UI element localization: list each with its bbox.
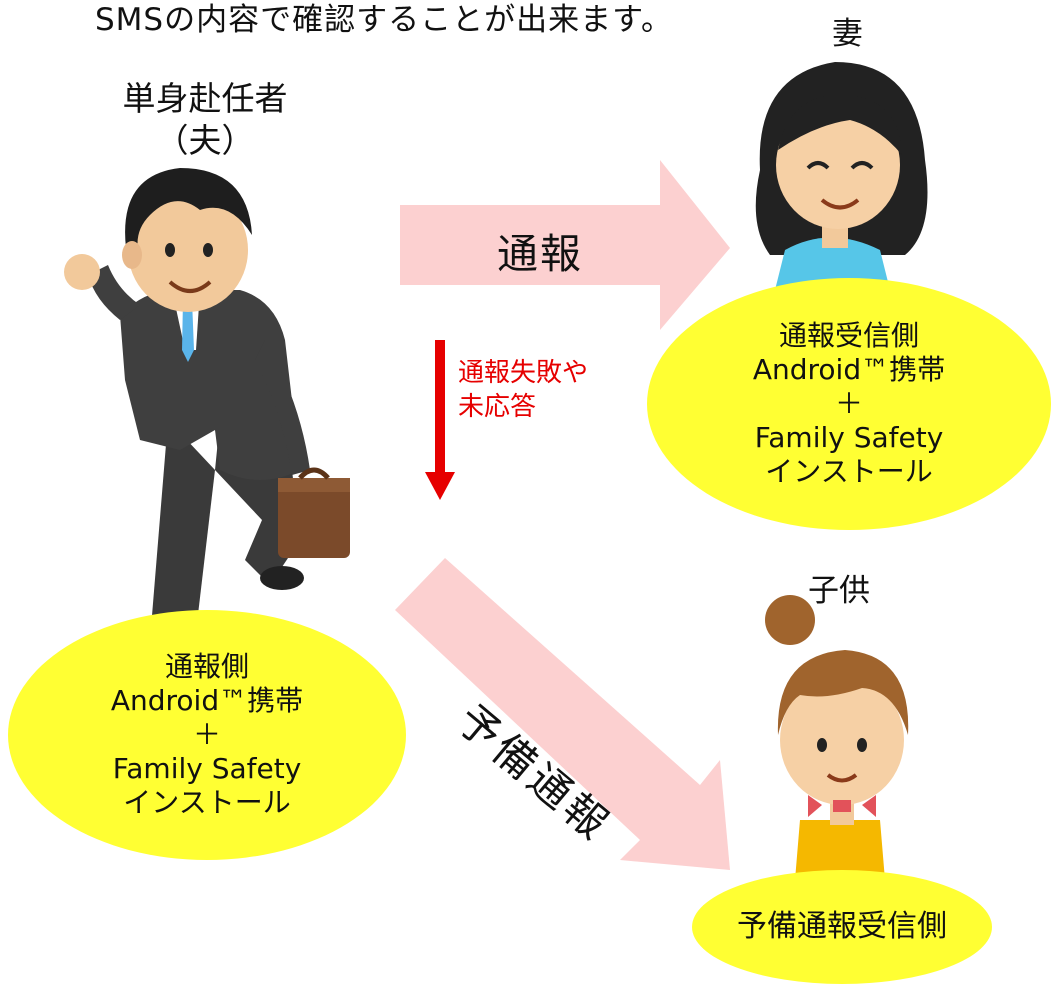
backup-receiver-bubble-line1: 予備通報受信側 bbox=[737, 908, 947, 944]
husband-label: 単身赴任者 （夫） bbox=[100, 78, 310, 162]
wife-illustration bbox=[755, 62, 928, 290]
receiver-bubble-line4: Family Safety bbox=[754, 421, 944, 455]
receiver-bubble-line1: 通報受信側 bbox=[778, 318, 919, 352]
failure-label: 通報失敗や 未応答 bbox=[458, 356, 588, 424]
sender-bubble-line1: 通報側 bbox=[164, 649, 249, 683]
child-illustration bbox=[765, 595, 909, 880]
husband-label-line2: （夫） bbox=[155, 121, 255, 160]
failure-label-line2: 未応答 bbox=[458, 392, 537, 422]
caption: SMSの内容で確認することが出来ます。 bbox=[95, 2, 674, 38]
receiver-bubble-line5: インストール bbox=[765, 455, 933, 489]
receiver-bubble-line2: Android™携帯 bbox=[752, 352, 946, 386]
notify-arrow bbox=[400, 160, 730, 330]
husband-illustration bbox=[64, 168, 350, 640]
failure-arrow bbox=[425, 340, 455, 500]
sender-bubble: 通報側 Android™携帯 ＋ Family Safety インストール bbox=[8, 610, 406, 860]
backup-arrow bbox=[395, 558, 730, 870]
backup-receiver-bubble: 予備通報受信側 bbox=[692, 870, 992, 984]
sender-bubble-line4: Family Safety bbox=[112, 752, 302, 786]
husband-label-line1: 単身赴任者 bbox=[122, 79, 288, 118]
child-label: 子供 bbox=[808, 573, 870, 609]
sender-bubble-line5: インストール bbox=[123, 786, 291, 820]
sender-bubble-line2: Android™携帯 bbox=[110, 683, 304, 717]
receiver-bubble-line3: ＋ bbox=[834, 386, 863, 420]
receiver-bubble: 通報受信側 Android™携帯 ＋ Family Safety インストール bbox=[647, 278, 1051, 530]
sender-bubble-line3: ＋ bbox=[192, 717, 221, 751]
wife-label: 妻 bbox=[832, 16, 863, 52]
notify-arrow-label: 通報 bbox=[497, 230, 583, 278]
failure-label-line1: 通報失敗や bbox=[458, 358, 589, 388]
